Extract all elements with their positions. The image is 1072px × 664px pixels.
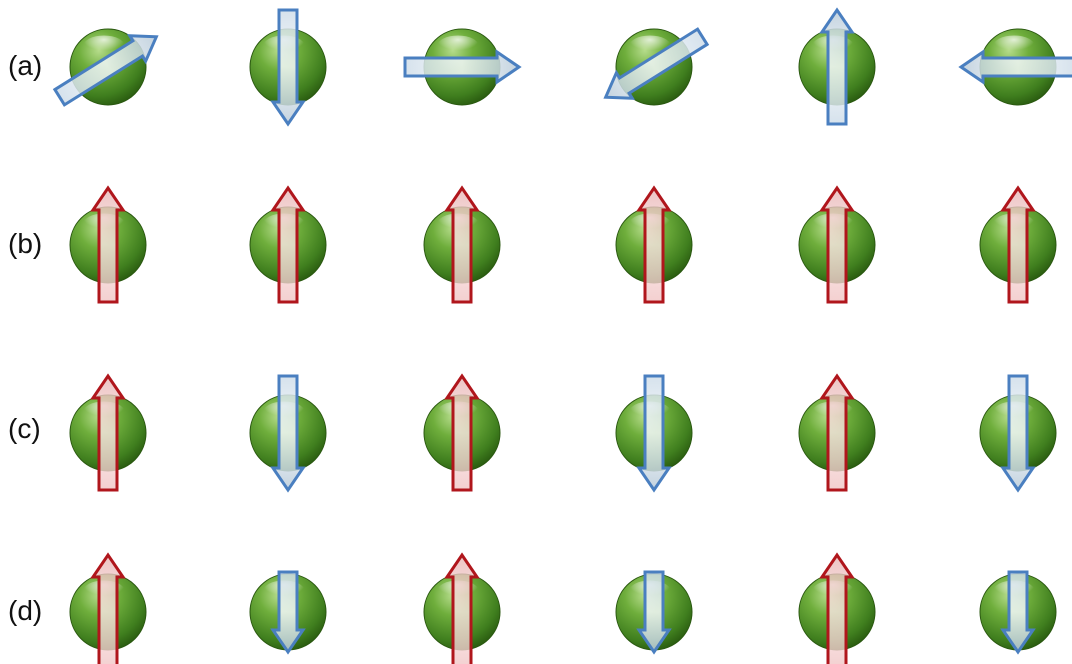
spin-up-arrow-icon [639,188,669,302]
spin-site-r2-c5 [799,188,875,302]
spin-site-r3-c3 [424,376,500,490]
spin-site-r4-c5 [799,555,875,664]
spin-up-arrow-icon [447,376,477,490]
spin-up-arrow-icon [93,188,123,302]
spin-site-r1-c1 [52,24,165,110]
spin-site-r4-c2 [250,572,326,652]
spin-site-r3-c6 [980,376,1056,490]
spin-up-arrow-icon [822,10,852,124]
spin-site-r1-c5 [799,10,875,124]
spin-down-arrow-icon [273,376,303,490]
atom-highlight [993,35,1035,56]
spin-up-arrow-icon [1003,188,1033,302]
spin-site-r2-c3 [424,188,500,302]
spin-up-arrow-icon [93,376,123,490]
spin-site-r2-c2 [250,188,326,302]
spin-site-r3-c1 [70,376,146,490]
spin-site-r2-c4 [616,188,692,302]
spin-down-arrow-icon [639,376,669,490]
spin-site-r4-c6 [980,572,1056,652]
spin-up-arrow-icon [447,188,477,302]
spin-site-r4-c1 [70,555,146,664]
spin-site-r4-c4 [616,572,692,652]
spin-up-arrow-icon [822,376,852,490]
spin-site-r4-c3 [424,555,500,664]
spin-up-arrow-icon [93,555,123,664]
spin-down-arrow-icon [1003,376,1033,490]
spin-site-r1-c3 [405,29,519,105]
spin-up-arrow-icon [273,188,303,302]
spin-up-arrow-icon [822,188,852,302]
spin-site-r3-c2 [250,376,326,490]
spin-left-arrow-icon [961,52,1072,82]
spin-site-r3-c4 [616,376,692,490]
spin-site-r2-c6 [980,188,1056,302]
spin-up-arrow-icon [447,555,477,664]
spin-right-arrow-icon [405,52,519,82]
spin-down-arrow-icon [273,10,303,124]
spin-site-r1-c4 [598,24,711,110]
spin-up-arrow-icon [822,555,852,664]
atom-highlight [437,35,479,56]
spin-site-r1-c6 [961,29,1072,105]
spin-site-r3-c5 [799,376,875,490]
spin-site-r1-c2 [250,10,326,124]
spin-site-r2-c1 [70,188,146,302]
